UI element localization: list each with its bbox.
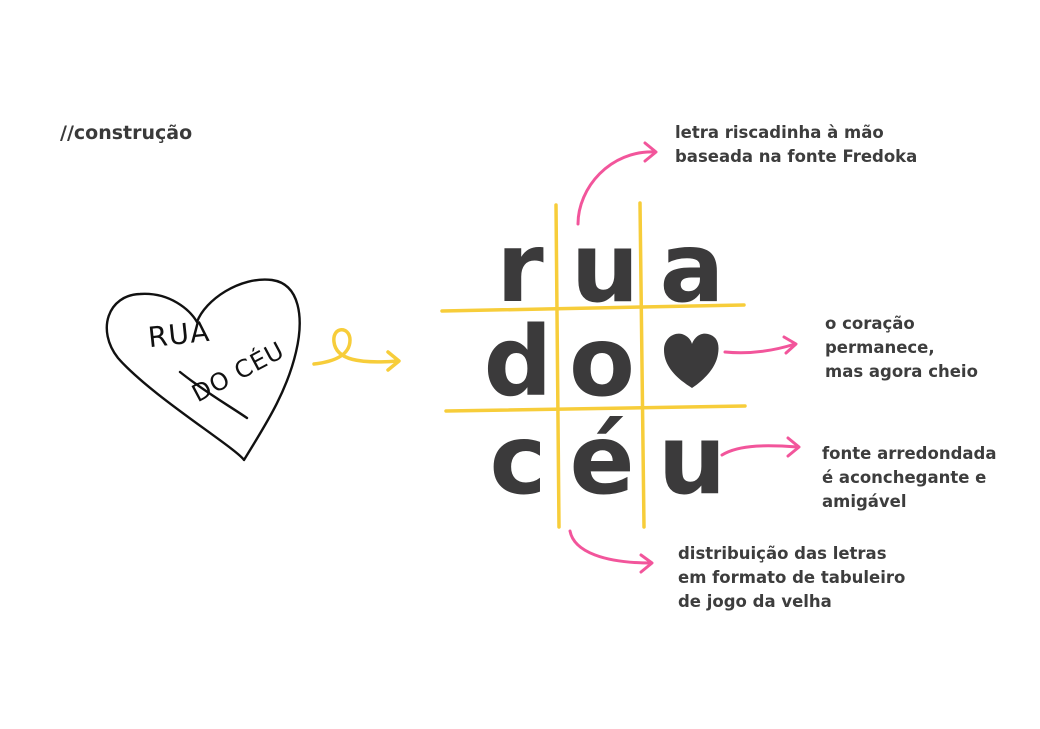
arrow-to-grid-note-head	[639, 553, 654, 574]
sketch-heart-outline	[105, 278, 301, 462]
arrow-to-rounded-note	[720, 444, 800, 457]
section-title: //construção	[60, 122, 193, 144]
logo-letter-u-bottom: u	[657, 404, 727, 516]
note-grid-line-1: distribuição das letras	[678, 544, 887, 563]
arrow-to-heart-note-head	[782, 335, 798, 355]
note-rounded-line-1: fonte arredondada	[822, 444, 997, 463]
note-rounded-font: fonte arredondada é aconchegante e amigá…	[822, 442, 996, 514]
note-heart-line-1: o coração	[825, 314, 915, 333]
logo-letter-o: o	[569, 306, 635, 418]
note-font: letra riscadinha à mão baseada na fonte …	[675, 121, 917, 169]
note-heart-line-3: mas agora cheio	[825, 362, 978, 381]
arrow-to-grid-note	[568, 529, 653, 565]
sketch-text-rua: RUA	[146, 314, 212, 355]
grid-line-vertical-left	[554, 203, 561, 529]
annotation-arrows	[568, 141, 801, 574]
arrow-to-font-note	[576, 150, 657, 226]
note-grid-line-2: em formato de tabuleiro	[678, 568, 906, 587]
arrow-to-font-note-head	[643, 141, 658, 163]
note-font-line-2: baseada na fonte Fredoka	[675, 147, 918, 166]
note-heart: o coração permanece, mas agora cheio	[825, 312, 978, 384]
note-rounded-line-2: é aconchegante e	[822, 468, 987, 487]
note-heart-line-2: permanece,	[825, 338, 935, 357]
grid-line-vertical-right	[638, 201, 646, 529]
arrow-to-rounded-note-head	[786, 436, 801, 458]
logo-letter-d: d	[483, 306, 553, 418]
sketch-heart-underline	[178, 370, 249, 420]
note-font-line-1: letra riscadinha à mão	[675, 123, 884, 142]
yellow-arrow-head	[386, 350, 401, 372]
yellow-loop-arrow	[312, 328, 400, 366]
logo-letter-e-acute: é	[569, 404, 635, 516]
logo-letter-a: a	[659, 212, 725, 324]
arrow-to-heart-note	[723, 342, 797, 355]
logo-letter-c: c	[489, 404, 547, 516]
note-grid-line-3: de jogo da velha	[678, 592, 832, 611]
logo-letter-r: r	[496, 212, 544, 324]
note-grid: distribuição das letras em formato de ta…	[678, 542, 905, 614]
note-rounded-line-3: amigável	[822, 492, 907, 511]
grid-line-horizontal-top	[440, 303, 746, 313]
heart-icon	[664, 333, 719, 388]
tic-tac-toe-grid	[440, 201, 747, 529]
logo-letter-u: u	[570, 212, 640, 324]
grid-line-horizontal-bottom	[444, 404, 747, 413]
